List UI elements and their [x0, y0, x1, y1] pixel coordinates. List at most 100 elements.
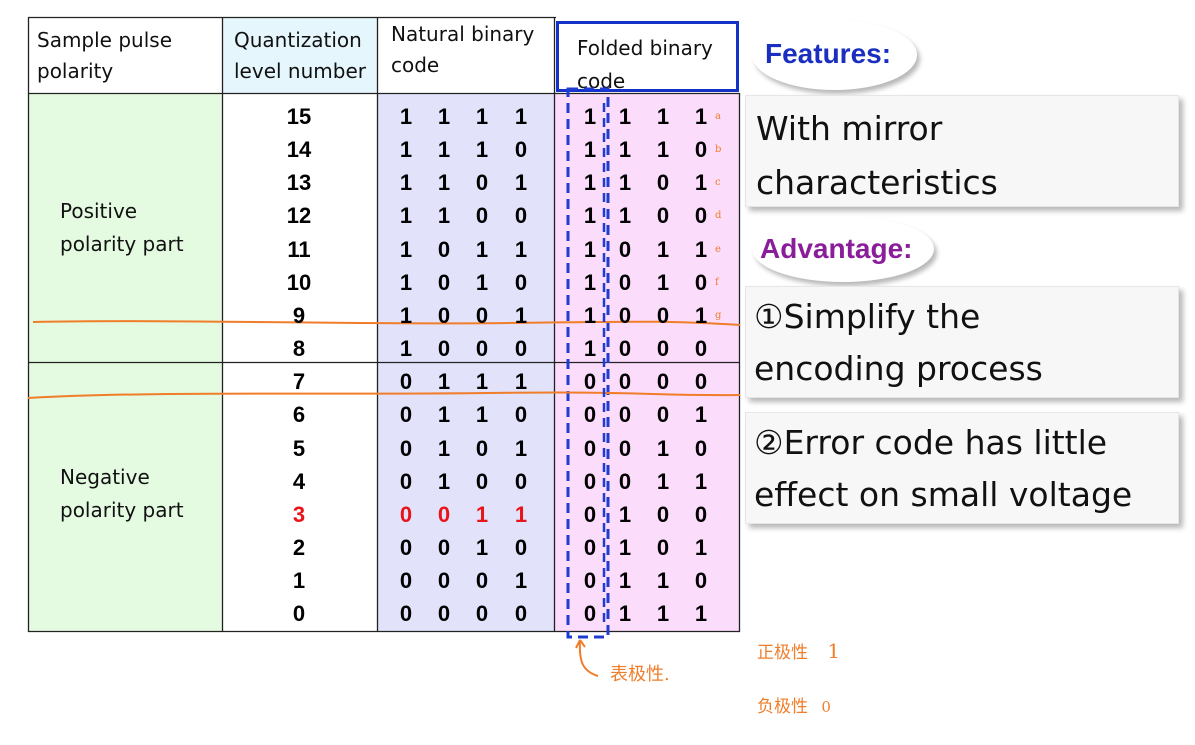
level-number: 7	[292, 369, 306, 394]
advantage-item1-panel: ①Simplify the encoding process	[745, 286, 1179, 398]
natural-code-bit: 1	[514, 436, 528, 461]
negative-polarity-text: Negative polarity part	[60, 465, 184, 522]
pen-arrow-icon	[575, 639, 599, 677]
natural-code-bit: 0	[475, 568, 489, 593]
natural-code-bit: 0	[437, 237, 451, 262]
folded-code-bit: 0	[656, 502, 670, 527]
header-level: Quantization level number	[234, 28, 366, 83]
note-negative-value: 0	[821, 698, 831, 716]
natural-code-bit: 1	[514, 170, 528, 195]
pen-side-mark: c	[715, 177, 721, 188]
folded-code-bit: 0	[694, 502, 708, 527]
natural-code-bit: 1	[437, 104, 451, 129]
folded-code-bit: 0	[618, 336, 632, 361]
folded-code-bit: 0	[694, 369, 708, 394]
level-number: 10	[286, 270, 312, 295]
natural-code-bit: 1	[399, 203, 413, 228]
folded-code-bit: 0	[656, 402, 670, 427]
folded-code-bit: 1	[656, 104, 670, 129]
features-title: Features:	[765, 38, 891, 70]
folded-code-bit: 0	[618, 436, 632, 461]
folded-code-bit: 0	[694, 203, 708, 228]
natural-code-bit: 0	[514, 203, 528, 228]
sign-bit-separator	[602, 103, 606, 623]
folded-code-bit: 0	[618, 402, 632, 427]
level-number: 0	[292, 601, 306, 626]
folded-code-bit: 1	[694, 535, 708, 560]
folded-code-bit: 1	[694, 303, 708, 328]
folded-code-bit: 1	[618, 203, 632, 228]
folded-code-bit: 0	[583, 402, 597, 427]
header-polarity: Sample pulse polarity	[37, 28, 172, 83]
natural-code-bit: 0	[399, 601, 413, 626]
natural-code-bit: 1	[399, 336, 413, 361]
natural-code-bit: 0	[399, 568, 413, 593]
natural-code-bit: 1	[437, 402, 451, 427]
folded-code-bit: 1	[618, 601, 632, 626]
folded-code-bit: 0	[618, 270, 632, 295]
natural-code-bit: 0	[514, 270, 528, 295]
level-number: 2	[292, 535, 306, 560]
pen-side-mark: e	[715, 244, 721, 255]
advantage-item2-panel: ②Error code has little effect on small v…	[745, 412, 1179, 524]
level-number: 3	[292, 502, 306, 527]
natural-code-bit: 0	[475, 303, 489, 328]
natural-code-bit: 0	[514, 469, 528, 494]
natural-code-bit: 0	[437, 303, 451, 328]
natural-code-bit: 0	[437, 336, 451, 361]
natural-code-bit: 0	[399, 436, 413, 461]
folded-code-bit: 1	[694, 402, 708, 427]
folded-code-bit: 0	[656, 369, 670, 394]
natural-code-bit: 1	[475, 369, 489, 394]
folded-code-bit: 0	[656, 303, 670, 328]
pen-side-mark: a	[715, 111, 721, 122]
natural-code-bit: 1	[514, 104, 528, 129]
note-positive: 正极性 1	[757, 638, 840, 663]
features-panel: With mirror characteristics	[745, 95, 1179, 207]
folded-code-bit: 0	[694, 568, 708, 593]
level-number: 14	[286, 137, 312, 162]
folded-code-bit: 1	[618, 170, 632, 195]
folded-code-bit: 0	[583, 502, 597, 527]
natural-code-bit: 0	[475, 203, 489, 228]
level-number: 11	[287, 237, 311, 262]
natural-code-bit: 0	[437, 568, 451, 593]
advantage-title: Advantage:	[760, 233, 912, 265]
natural-code-bit: 0	[399, 369, 413, 394]
folded-code-bit: 0	[618, 469, 632, 494]
folded-code-bit: 1	[656, 568, 670, 593]
natural-code-bit: 0	[514, 402, 528, 427]
natural-code-bit: 1	[475, 502, 489, 527]
natural-code-bit: 1	[475, 270, 489, 295]
folded-code-bit: 1	[583, 270, 597, 295]
natural-code-bit: 1	[514, 237, 528, 262]
features-title-text: Features:	[765, 38, 892, 69]
header-natural: Natural binary code	[391, 22, 535, 77]
note-positive-text: 正极性	[757, 643, 808, 663]
natural-code-bit: 1	[399, 170, 413, 195]
features-line-2: characteristics	[756, 163, 998, 202]
natural-code-bit: 1	[437, 436, 451, 461]
folded-code-bit: 0	[656, 535, 670, 560]
level-number: 12	[286, 203, 312, 228]
natural-code-bit: 1	[437, 170, 451, 195]
pen-line-upper	[32, 320, 741, 326]
natural-code-bit: 1	[475, 402, 489, 427]
folded-code-bit: 1	[618, 568, 632, 593]
features-lines: With mirror characteristics	[756, 102, 1178, 210]
natural-code-bit: 0	[475, 601, 489, 626]
folded-code-bit: 0	[694, 436, 708, 461]
natural-code-bit: 0	[475, 469, 489, 494]
natural-code-bit: 0	[399, 535, 413, 560]
advantage-item1-line-2: encoding process	[754, 349, 1043, 388]
level-number: 9	[292, 303, 306, 328]
folded-code-bit: 0	[656, 203, 670, 228]
advantage-item2-lines: ②Error code has little effect on small v…	[754, 417, 1178, 521]
folded-code-bit: 0	[583, 369, 597, 394]
natural-code-bit: 1	[475, 237, 489, 262]
note-negative: 负极性 0	[757, 692, 831, 717]
folded-code-bit: 0	[656, 336, 670, 361]
natural-code-bit: 1	[437, 469, 451, 494]
natural-code-bit: 0	[514, 601, 528, 626]
note-negative-text: 负极性	[757, 697, 808, 717]
